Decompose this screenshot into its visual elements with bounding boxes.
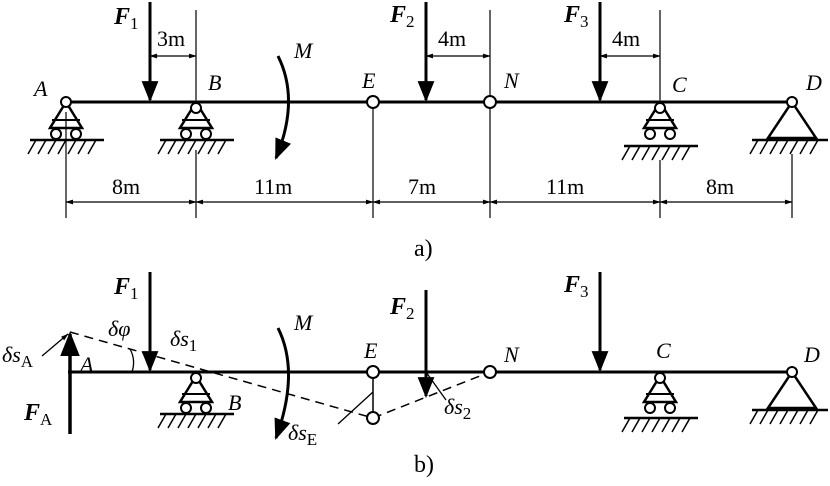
hinge-c2: [654, 372, 666, 384]
hinge-e2: [366, 365, 380, 379]
hinge-c: [654, 102, 666, 114]
hinge-n2: [483, 365, 497, 379]
span-label-1: 8m: [112, 174, 140, 199]
label-b-point-b: B: [228, 390, 241, 415]
virtual-label-ds-e: δsE: [288, 420, 317, 449]
virtual-label-ds-a: δsA: [2, 342, 34, 371]
virtual-disp-arrow-ds-a: [41, 333, 69, 357]
offset-label-f2: 4m: [438, 26, 466, 51]
part-a: A B E N C D F1 3m M F2 4m F3 4m: [27, 2, 828, 262]
roller-support-c2: [621, 373, 698, 433]
moment-arrow-b-m: [274, 327, 291, 440]
hinge-d: [786, 96, 798, 108]
offset-label-f1: 3m: [157, 26, 185, 51]
force-label-b-f3: F3: [563, 272, 589, 301]
label-a-point-n: N: [503, 68, 520, 93]
moment-label-m: M: [293, 38, 314, 63]
virtual-displacement-line: [69, 331, 491, 419]
force-label-f3: F3: [563, 2, 589, 31]
span-label-2: 11m: [254, 174, 292, 199]
label-a-point-a: A: [32, 76, 48, 101]
virtual-label-ds2: δs2: [444, 394, 471, 423]
span-dimensions: [65, 108, 793, 218]
label-a-point-b: B: [208, 70, 221, 95]
roller-support-b2: [157, 373, 234, 429]
label-a-point-c: C: [672, 72, 687, 97]
label-b-point-d: D: [803, 342, 820, 367]
span-label-4: 11m: [546, 174, 584, 199]
hinge-e-displaced: [366, 411, 380, 425]
moment-arrow-m: [274, 55, 291, 160]
part-b: FA A δsA δφ F1 δs1 B M E: [2, 272, 828, 478]
span-label-5: 8m: [706, 174, 734, 199]
force-label-b-f1: F1: [113, 274, 139, 303]
label-a-point-e: E: [361, 68, 376, 93]
force-label-b-f2: F2: [389, 294, 415, 323]
label-b-point-a: A: [78, 352, 94, 377]
roller-support-b: [157, 99, 234, 155]
force-label-f2: F2: [389, 2, 415, 31]
pin-support-d: [749, 99, 828, 155]
label-b-point-c: C: [656, 338, 671, 363]
span-label-3: 7m: [408, 174, 436, 199]
hinge-e: [366, 95, 380, 109]
angle-arc-dphi: [129, 348, 135, 373]
caption-a: a): [414, 236, 433, 262]
hinge-d2: [786, 366, 798, 378]
hinge-a: [60, 96, 72, 108]
virtual-leader-ds2: [425, 371, 447, 401]
hinge-n: [483, 95, 497, 109]
caption-b: b): [414, 452, 434, 478]
virtual-label-ds1: δs1: [170, 326, 197, 355]
hinge-b: [190, 102, 202, 114]
label-b-point-e: E: [363, 338, 378, 363]
reaction-label-fa: FA: [23, 400, 53, 429]
angle-label-dphi: δφ: [108, 316, 130, 341]
force-label-f1: F1: [113, 4, 139, 33]
label-b-point-n: N: [503, 342, 520, 367]
offset-label-f3: 4m: [612, 26, 640, 51]
pin-support-d2: [749, 369, 828, 425]
roller-support-a: [27, 99, 104, 155]
moment-label-b-m: M: [293, 310, 314, 335]
roller-support-c: [621, 99, 698, 161]
virtual-leader-ds-e: [337, 391, 374, 425]
label-a-point-d: D: [805, 70, 822, 95]
hinge-b2: [190, 372, 202, 384]
